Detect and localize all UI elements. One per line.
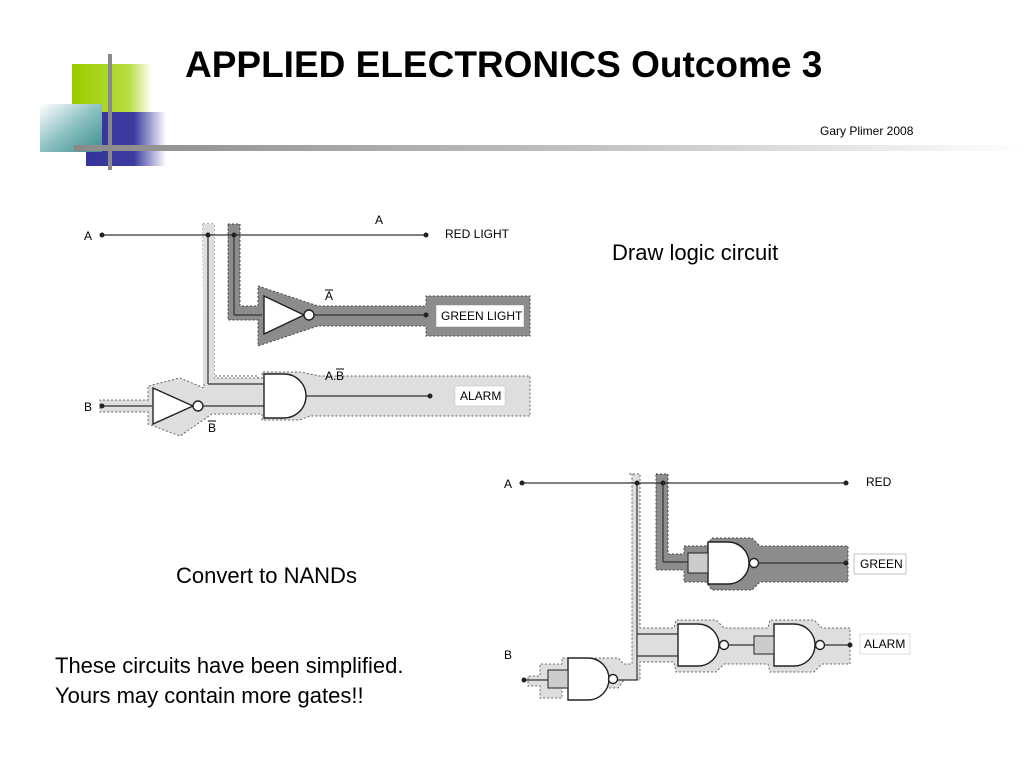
simplified-circuits-note: These circuits have been simplified. You… xyxy=(55,653,404,708)
page-title: APPLIED ELECTRONICS Outcome 3 xyxy=(185,44,823,85)
nand-gate-green-icon xyxy=(687,541,760,585)
green-light-label: GREEN LIGHT xyxy=(441,309,523,323)
nand-input-b-label: B xyxy=(504,648,512,662)
nand-alarm-output-box xyxy=(859,633,911,655)
a-and-not-b-label: A. xyxy=(325,369,336,383)
nand-gate-middle-icon xyxy=(677,623,730,667)
nand-red-label: RED xyxy=(866,475,892,489)
author-credit: Gary Plimer 2008 xyxy=(820,124,914,138)
nand-green-output-box xyxy=(853,553,907,575)
green-light-output-box xyxy=(435,304,525,328)
nand-green-path-shading xyxy=(655,473,849,591)
alarm-label: ALARM xyxy=(460,389,501,403)
nand-input-a-label: A xyxy=(504,477,512,491)
nand-green-label: GREEN xyxy=(860,557,903,571)
nand-gate-alarm-icon xyxy=(753,623,826,667)
line-a-label: A xyxy=(375,213,383,227)
not-b-label: B xyxy=(208,421,216,435)
nand-alarm-label: ALARM xyxy=(864,637,905,651)
input-a-label: A xyxy=(84,229,92,243)
teal-square xyxy=(40,104,102,152)
not-gate-b-icon xyxy=(152,386,204,426)
input-b-label: B xyxy=(84,400,92,414)
vertical-rule xyxy=(108,54,112,170)
header-decoration xyxy=(40,54,1024,170)
red-light-label: RED LIGHT xyxy=(445,227,510,241)
header-rule xyxy=(74,145,1024,151)
and-gate-icon xyxy=(263,373,307,419)
nand-gate-b-icon xyxy=(547,657,619,701)
not-gate-a-icon xyxy=(263,294,315,336)
convert-to-nands-note: Convert to NANDs xyxy=(176,563,357,588)
a-and-not-b-b-label: B xyxy=(336,369,344,383)
draw-logic-circuit-note: Draw logic circuit xyxy=(612,240,779,265)
not-a-label: A xyxy=(325,289,333,303)
alarm-output-box xyxy=(454,385,506,407)
